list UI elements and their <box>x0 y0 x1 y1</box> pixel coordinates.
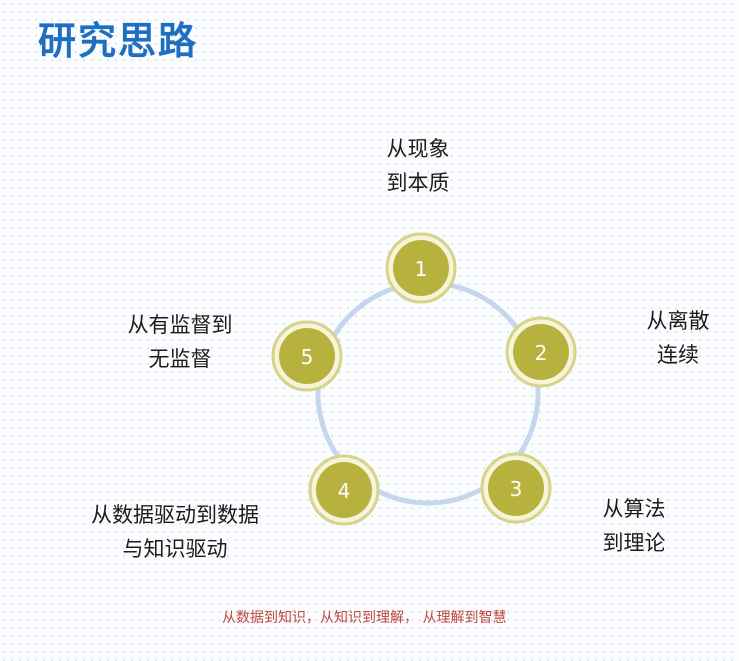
node-4-label-line2: 与知识驱动 <box>122 537 228 561</box>
node-3-label-line1: 从算法 <box>602 497 666 521</box>
node-5: 5 <box>271 320 343 392</box>
node-3-label-line2: 到理论 <box>602 531 666 555</box>
node-5-label-line2: 无监督 <box>148 347 212 371</box>
node-5-label-line1: 从有监督到 <box>127 313 233 337</box>
node-2-label-line2: 连续 <box>657 343 699 367</box>
node-1: 1 <box>385 232 457 304</box>
node-2: 2 <box>505 316 577 388</box>
node-1-label-line2: 到本质 <box>386 171 450 195</box>
node-4-number: 4 <box>338 479 351 503</box>
node-3-number: 3 <box>510 477 523 501</box>
node-2-number: 2 <box>535 341 548 365</box>
node-4-label: 从数据驱动到数据 与知识驱动 <box>64 498 286 566</box>
node-4: 4 <box>308 454 380 526</box>
node-1-label-line1: 从现象 <box>386 137 450 161</box>
node-3: 3 <box>480 452 552 524</box>
node-5-label: 从有监督到 无监督 <box>110 308 250 376</box>
node-3-label: 从算法 到理论 <box>584 492 684 560</box>
node-1-number: 1 <box>415 257 428 281</box>
node-5-number: 5 <box>301 345 314 369</box>
page-title: 研究思路 <box>38 18 199 63</box>
node-2-label-line1: 从离散 <box>646 309 710 333</box>
node-4-label-line1: 从数据驱动到数据 <box>91 503 259 527</box>
footer-caption: 从数据到知识，从知识到理解， 从理解到智慧 <box>222 610 507 626</box>
node-1-label: 从现象 到本质 <box>368 132 468 200</box>
node-2-label: 从离散 连续 <box>628 304 728 372</box>
